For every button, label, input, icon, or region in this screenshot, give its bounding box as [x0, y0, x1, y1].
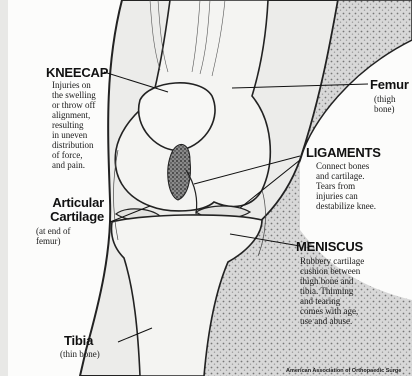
- meniscus-title: MENISCUS: [296, 240, 363, 254]
- kneecap-description: Injuries on the swelling or throw off al…: [52, 80, 96, 170]
- ligaments-title: LIGAMENTS: [306, 146, 381, 160]
- meniscus-description: Rubbery cartilage cushion between thigh …: [300, 256, 364, 326]
- femur-description: (thigh bone): [374, 94, 396, 114]
- articular-cartilage-title: Articular Cartilage: [18, 196, 104, 224]
- kneecap-title: KNEECAP: [46, 66, 108, 80]
- source-credit: American Association of Orthopaedic Surg…: [286, 368, 401, 374]
- tibia-description: (thin bone): [60, 349, 100, 359]
- page-edge-smudge: [0, 0, 8, 376]
- ligaments-description: Connect bones and cartilage. Tears from …: [316, 161, 376, 211]
- femur-title: Femur: [370, 78, 409, 92]
- articular-cartilage-description: (at end of femur): [36, 226, 70, 246]
- tibia-title: Tibia: [64, 334, 93, 348]
